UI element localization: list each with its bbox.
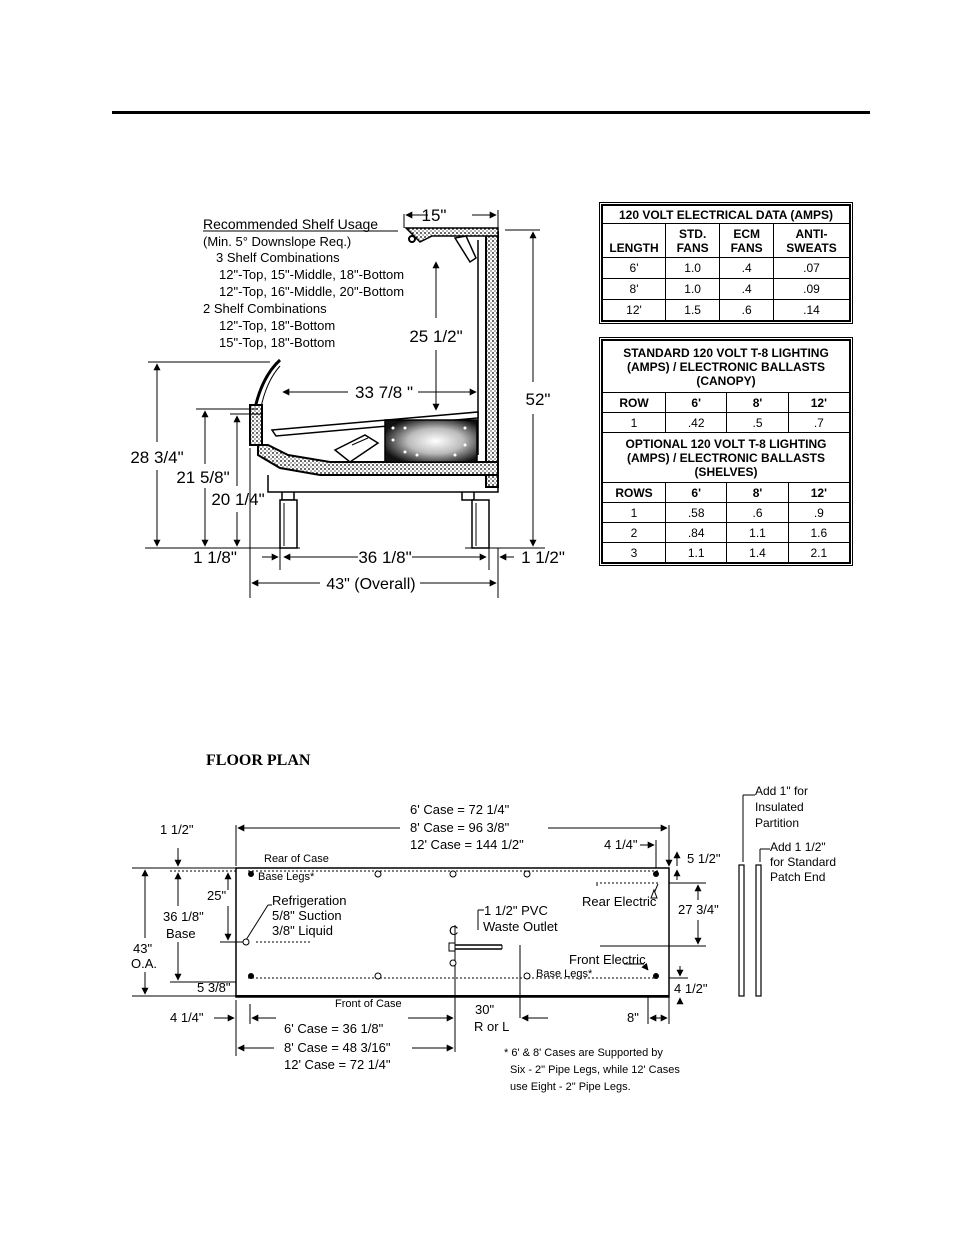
refrigeration-label: Refrigeration <box>272 893 346 908</box>
case-length-bottom: 12' Case = 72 1/4" <box>284 1057 391 1072</box>
shelf-line: 12"-Top, 15"-Middle, 18"-Bottom <box>219 267 404 282</box>
footnote-line: use Eight - 2" Pipe Legs. <box>510 1081 631 1093</box>
case-length-top: 6' Case = 72 1/4" <box>410 802 510 817</box>
base-leg-markers <box>248 871 659 979</box>
patch-end-note: Add 1 1/2" <box>770 840 826 854</box>
shelf-line: 15"-Top, 18"-Bottom <box>219 335 335 350</box>
dim-25: 25" <box>207 888 226 903</box>
rear-of-case-label: Rear of Case <box>264 853 329 865</box>
base-legs-bottom-label: Base Legs* <box>536 968 593 980</box>
front-electric-label: Front Electric <box>569 952 646 967</box>
lighting-data-table: STANDARD 120 VOLT T-8 LIGHTING (AMPS) / … <box>599 337 853 566</box>
front-of-case-label: Front of Case <box>335 998 402 1010</box>
insulated-partition-note: Partition <box>755 816 799 830</box>
column-header: ROW <box>602 392 666 413</box>
insulated-partition-note: Add 1" for <box>755 784 808 798</box>
case-length-bottom: 8' Case = 48 3/16" <box>284 1040 391 1055</box>
dim-27-3-4: 27 3/4" <box>678 902 719 917</box>
dim-20-1-4: 20 1/4" <box>211 490 264 509</box>
shelf-line: 3 Shelf Combinations <box>216 250 340 265</box>
dim-33-7-8: 33 7/8 " <box>355 383 413 402</box>
dim-28-3-4: 28 3/4" <box>130 448 183 467</box>
floor-plan-title: FLOOR PLAN <box>206 752 311 769</box>
column-header: ECM FANS <box>719 223 775 258</box>
header-rule <box>112 111 870 114</box>
dim-25-1-2: 25 1/2" <box>409 327 462 346</box>
table-cell: .14 <box>773 299 850 321</box>
patch-end-note: Patch End <box>770 870 825 884</box>
column-header: STD. FANS <box>664 223 721 258</box>
dim-5-1-2: 5 1/2" <box>687 851 721 866</box>
dim-r-or-l: R or L <box>474 1019 509 1034</box>
table-cell: 2.1 <box>787 542 851 563</box>
dim-15: 15" <box>422 206 447 225</box>
waste-outlet-label: Waste Outlet <box>483 919 558 934</box>
dim-base-label: Base <box>166 926 196 941</box>
dim-overall-label: O.A. <box>131 956 157 971</box>
dim-5-3-8: 5 3/8" <box>197 980 231 995</box>
dim-1-1-2: 1 1/2" <box>521 548 565 567</box>
table-title: OPTIONAL 120 VOLT T-8 LIGHTING (AMPS) / … <box>602 432 850 483</box>
table-cell: 1.5 <box>664 299 721 321</box>
centerline-symbol: C <box>449 923 458 938</box>
shelf-line: (Min. 5° Downslope Req.) <box>203 234 351 249</box>
case-length-top: 8' Case = 96 3/8" <box>410 820 510 835</box>
table-cell: 1.1 <box>664 542 728 563</box>
dim-left-1-1-2: 1 1/2" <box>160 822 194 837</box>
waste-outlet-label: 1 1/2" PVC <box>484 903 548 918</box>
column-header: ANTI- SWEATS <box>773 223 850 258</box>
column-header: ROWS <box>602 482 666 503</box>
shelf-usage-heading: Recommended Shelf Usage <box>203 216 378 232</box>
dim-52: 52" <box>526 390 551 409</box>
dim-43-overall: 43" (Overall) <box>326 576 415 593</box>
table-cell: 12' <box>602 299 666 321</box>
dim-1-1-8: 1 1/8" <box>193 548 237 567</box>
column-header: 12' <box>787 392 851 413</box>
case-profile <box>249 227 499 549</box>
table-title: 120 VOLT ELECTRICAL DATA (AMPS) <box>602 205 850 224</box>
dim-21-5-8: 21 5/8" <box>176 468 229 487</box>
case-length-top: 12' Case = 144 1/2" <box>410 837 524 852</box>
electrical-data-table: 120 VOLT ELECTRICAL DATA (AMPS) LENGTH S… <box>599 202 853 324</box>
suction-label: 5/8" Suction <box>272 908 342 923</box>
table-cell: 1.0 <box>664 278 721 300</box>
liquid-label: 3/8" Liquid <box>272 923 333 938</box>
rear-electric-label: Rear Electric <box>582 894 657 909</box>
footnote-line: * 6' & 8' Cases are Supported by <box>504 1047 663 1059</box>
dim-4-1-2: 4 1/2" <box>674 981 708 996</box>
patch-end-note: for Standard <box>770 855 836 869</box>
dim-8: 8" <box>627 1010 639 1025</box>
dim-rear-4-1-4: 4 1/4" <box>604 837 638 852</box>
shelf-line: 12"-Top, 18"-Bottom <box>219 318 335 333</box>
shelf-line: 12"-Top, 16"-Middle, 20"-Bottom <box>219 284 404 299</box>
footnote-line: Six - 2" Pipe Legs, while 12' Cases <box>510 1064 680 1076</box>
insulated-partition-note: Insulated <box>755 800 804 814</box>
dim-overall: 43" <box>133 941 152 956</box>
dim-left-4-1-4: 4 1/4" <box>170 1010 204 1025</box>
base-legs-top-label: Base Legs* <box>258 871 315 883</box>
case-length-bottom: 6' Case = 36 1/8" <box>284 1021 384 1036</box>
dim-30: 30" <box>475 1002 494 1017</box>
dim-base-depth: 36 1/8" <box>163 909 204 924</box>
dim-36-1-8: 36 1/8" <box>358 548 411 567</box>
table-cell: 3 <box>602 542 666 563</box>
shelf-line: 2 Shelf Combinations <box>203 301 327 316</box>
